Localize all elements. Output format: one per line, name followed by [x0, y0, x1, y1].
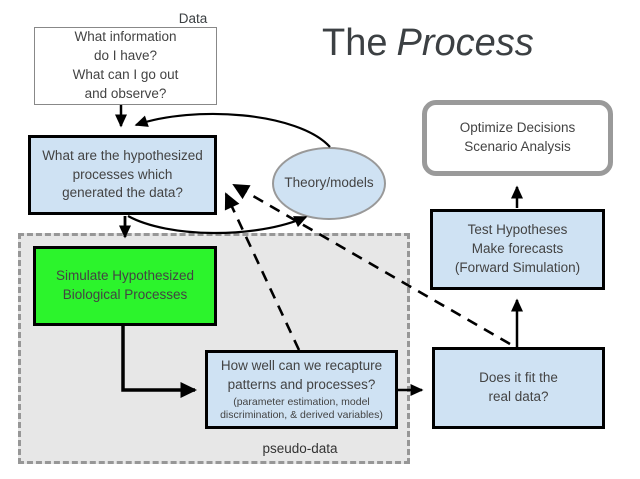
simulate-processes-box: Simulate Hypothesized Biological Process… [33, 246, 217, 326]
recapture-main-text: How well can we recapture patterns and p… [220, 357, 383, 392]
pseudo-data-label: pseudo-data [262, 441, 338, 456]
data-label: Data [178, 11, 208, 26]
recapture-patterns-box: How well can we recapture patterns and p… [205, 350, 398, 429]
title-italic: Process [396, 22, 534, 64]
arrow-hypotheses-to-theory [127, 215, 308, 235]
fit-real-data-box: Does it fit the real data? [432, 347, 605, 429]
theory-models-ellipse: Theory/models [272, 147, 386, 220]
test-hypotheses-box: Test Hypotheses Make forecasts (Forward … [430, 209, 605, 290]
hypothesized-processes-box: What are the hypothesized processes whic… [28, 135, 217, 215]
observation-question-box: What information do I have? What can I g… [34, 27, 217, 105]
title-regular: The [322, 22, 388, 64]
optimize-decisions-box: Optimize Decisions Scenario Analysis [422, 100, 613, 176]
recapture-sub-text: (parameter estimation, model discriminat… [220, 395, 383, 421]
